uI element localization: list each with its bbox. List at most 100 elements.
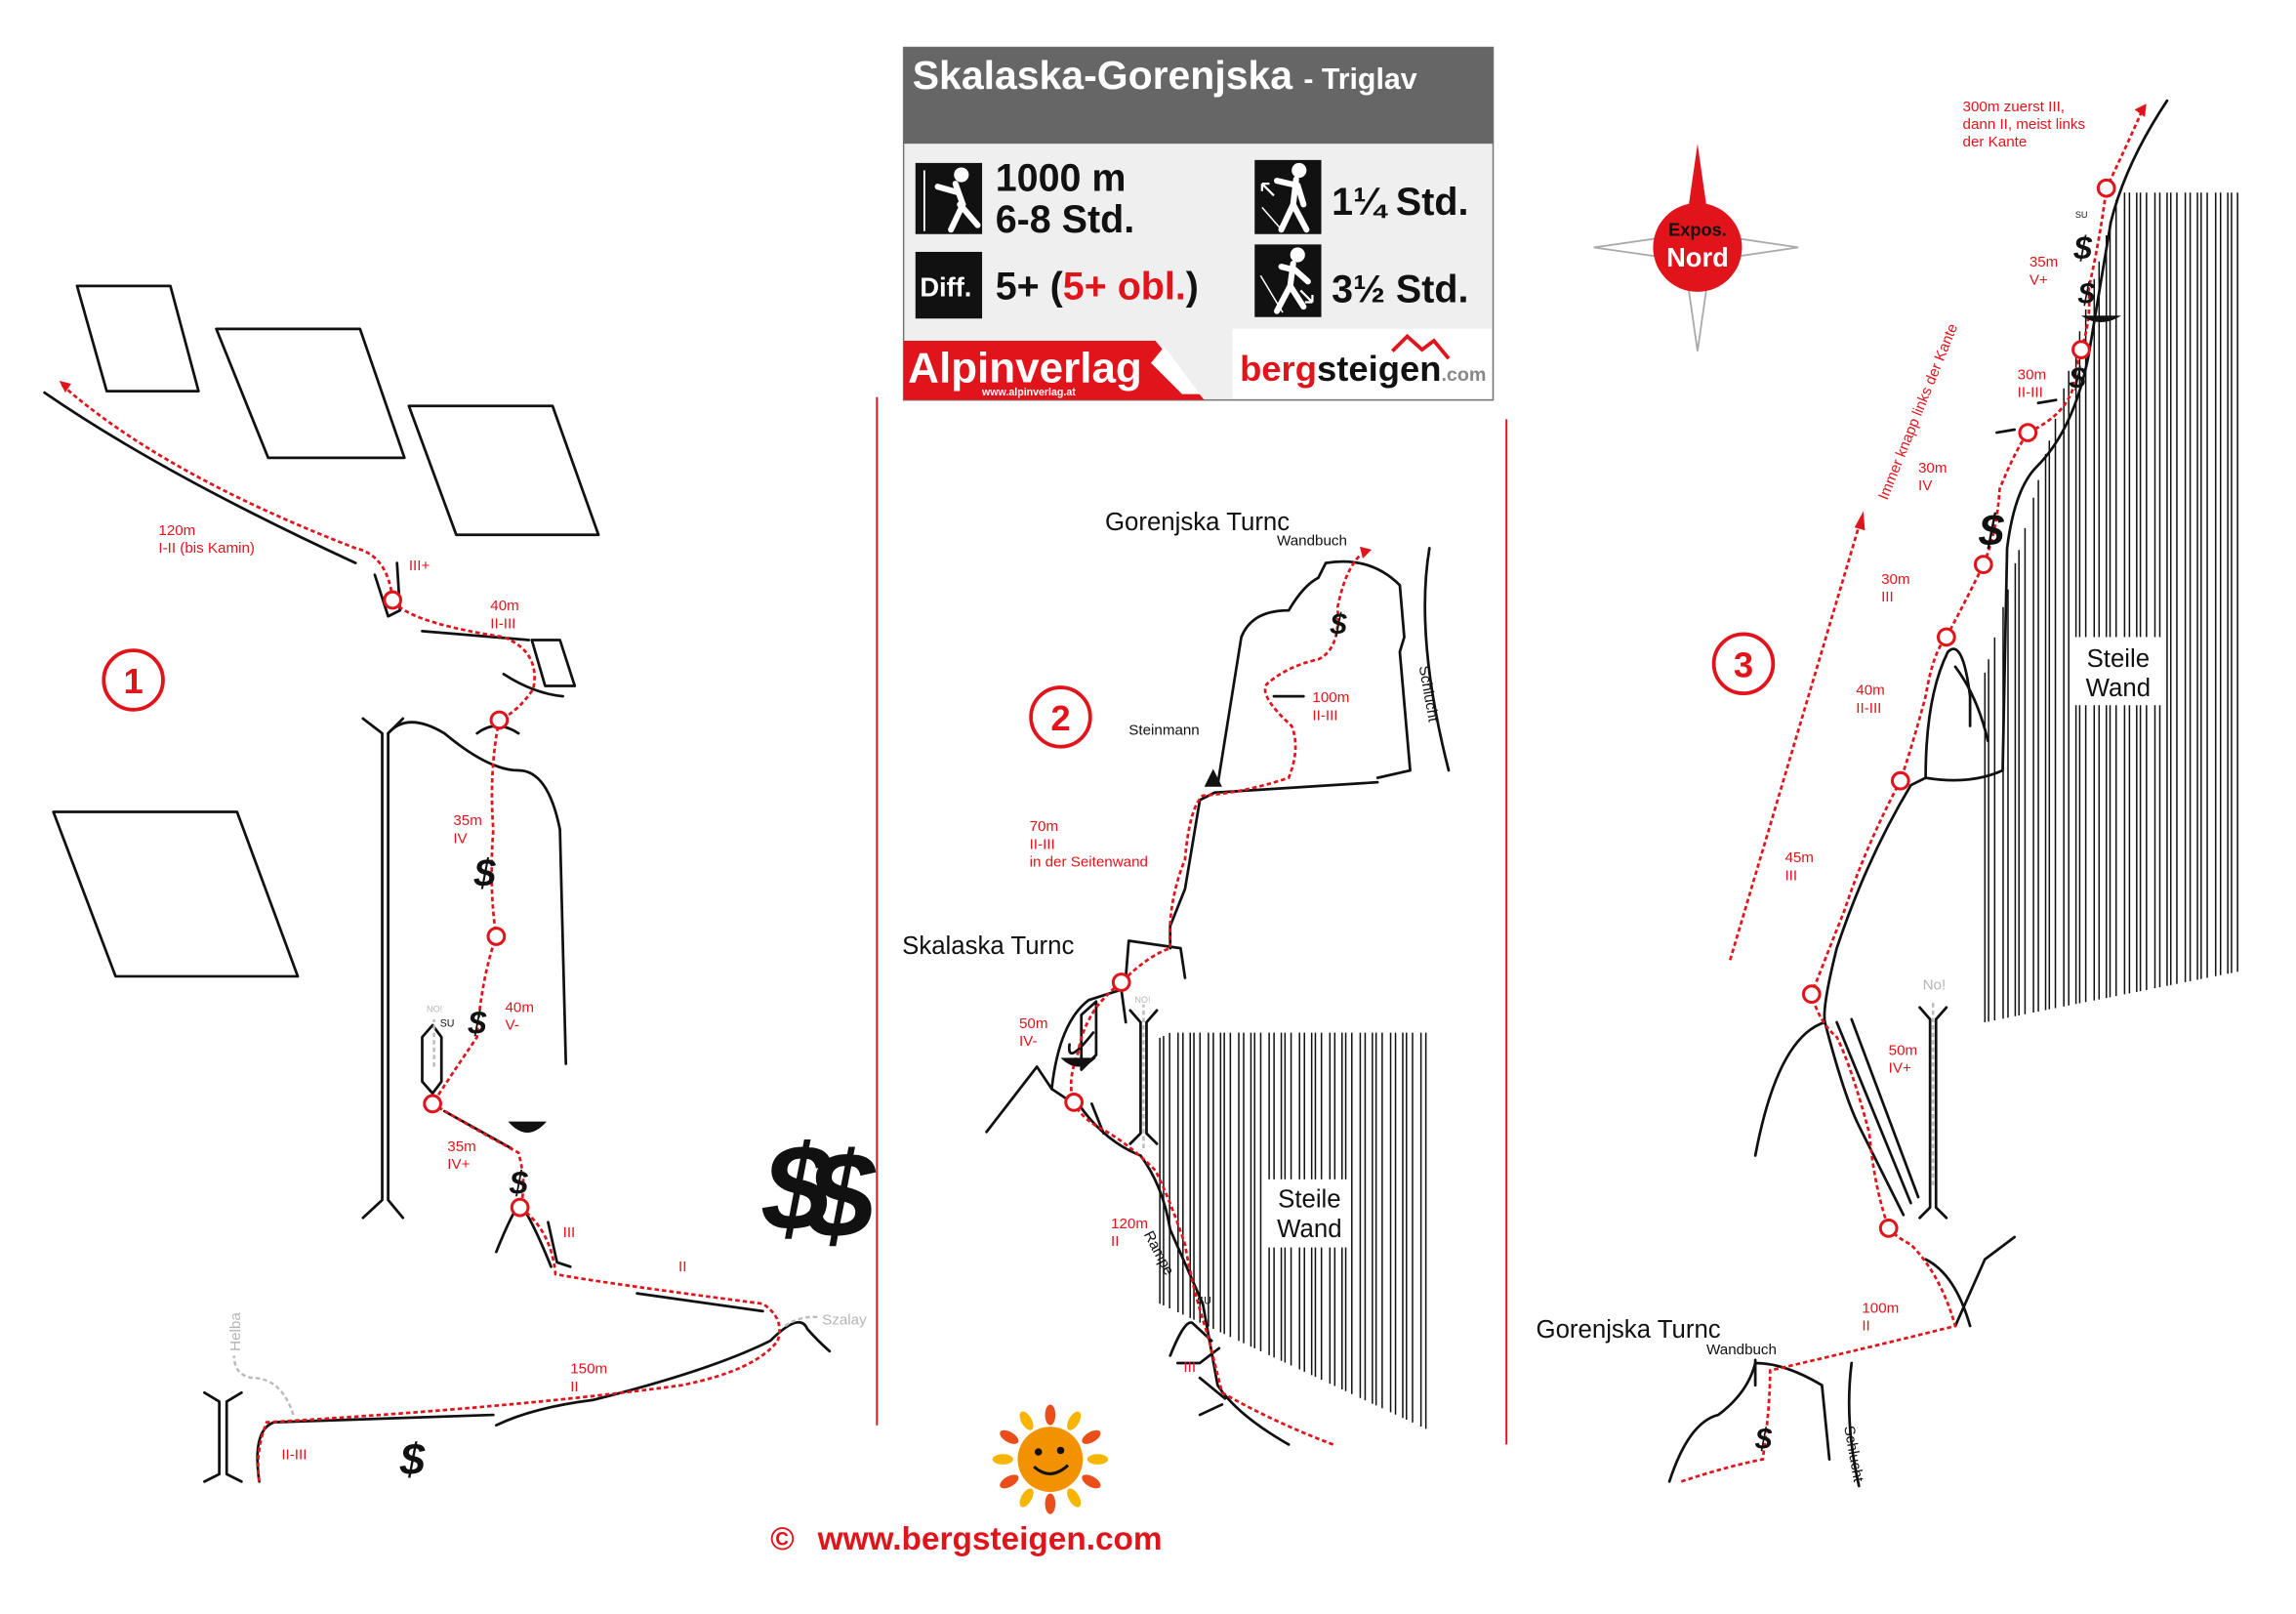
svg-text:Schlucht: Schlucht <box>1415 665 1442 724</box>
svg-text:Skalaska Turnc: Skalaska Turnc <box>902 932 1074 960</box>
svg-text:der Kante: der Kante <box>1963 134 2028 150</box>
route-length: 1000 m <box>996 157 1127 200</box>
svg-text:SU: SU <box>1197 1295 1211 1306</box>
rock-outlines <box>985 547 1451 1446</box>
svg-text:70m: 70m <box>1030 818 1058 835</box>
sun-ray <box>1086 1454 1109 1465</box>
svg-text:III+: III+ <box>409 558 430 574</box>
svg-text:Gorenjska Turnc: Gorenjska Turnc <box>1537 1316 1721 1344</box>
svg-text:IV: IV <box>453 830 468 847</box>
route-arrow-icon <box>1359 546 1373 559</box>
svg-text:V-: V- <box>505 1017 518 1034</box>
difficulty-label: Diff. <box>920 271 971 302</box>
svg-text:IV-: IV- <box>1019 1033 1038 1050</box>
svg-text:II-III: II-III <box>1030 836 1055 852</box>
svg-text:III: III <box>1183 1359 1196 1376</box>
copyright-symbol: © <box>770 1521 795 1557</box>
svg-text:SU: SU <box>440 1018 455 1030</box>
szalay-path <box>784 1315 818 1328</box>
svg-text:Gorenjska Turnc: Gorenjska Turnc <box>1105 509 1290 536</box>
svg-text:3: 3 <box>1734 644 1753 684</box>
svg-text:II: II <box>570 1379 578 1395</box>
svg-text:$: $ <box>2072 231 2092 268</box>
svg-text:I-II (bis Kamin): I-II (bis Kamin) <box>158 540 255 557</box>
svg-text:$: $ <box>761 1120 832 1256</box>
svg-text:2: 2 <box>1050 698 1070 738</box>
svg-text:$: $ <box>806 1128 877 1263</box>
sun-ray <box>1082 1429 1101 1444</box>
sun-logo-icon <box>992 1404 1109 1514</box>
sling-symbols: $ $ $ $ $ $ <box>399 851 877 1483</box>
svg-text:50m: 50m <box>1889 1042 1917 1058</box>
total-time: 6-8 Std. <box>996 198 1134 241</box>
svg-text:30m: 30m <box>1918 460 1947 476</box>
svg-text:www.alpinverlag.at: www.alpinverlag.at <box>981 387 1076 398</box>
svg-text:Wand: Wand <box>1277 1216 1341 1243</box>
title-bar <box>903 47 1494 145</box>
sun-ray <box>1045 1493 1056 1514</box>
svg-text:in der Seitenwand: in der Seitenwand <box>1030 854 1148 871</box>
sun-ray <box>1082 1474 1101 1489</box>
svg-text:III: III <box>1881 589 1894 605</box>
sun-ray <box>1019 1488 1034 1508</box>
descent-hiker-icon <box>1254 244 1322 317</box>
section-number-badge <box>102 648 165 712</box>
svg-text:II-III: II-III <box>281 1447 307 1464</box>
compass-icon: Expos. Nord <box>1593 144 1799 352</box>
descent-time: 3½ Std. <box>1332 269 1468 311</box>
svg-text:$: $ <box>509 1166 528 1202</box>
svg-text:IV+: IV+ <box>1889 1060 1911 1077</box>
svg-text:Wand: Wand <box>2086 675 2151 702</box>
svg-text:40m: 40m <box>490 598 518 614</box>
svg-text:Wandbuch: Wandbuch <box>1706 1342 1777 1358</box>
sling-symbol: $ <box>1330 608 1348 641</box>
website-link[interactable]: www.bergsteigen.com <box>817 1521 1163 1557</box>
svg-text:30m: 30m <box>2018 366 2046 383</box>
svg-text:NO!: NO! <box>427 1004 442 1014</box>
steep-wall-hatching <box>1984 192 2238 1022</box>
overhang-icon <box>1060 1057 1096 1067</box>
svg-text:35m: 35m <box>453 812 481 829</box>
svg-text:$: $ <box>1754 1424 1773 1456</box>
svg-text:Steile: Steile <box>2087 645 2151 673</box>
svg-text:III: III <box>1784 867 1797 884</box>
svg-text:50m: 50m <box>1019 1015 1047 1032</box>
svg-text:II-III: II-III <box>490 615 515 632</box>
route-title: Skalaska-Gorenjska <box>913 53 1294 98</box>
svg-text:35m: 35m <box>447 1138 475 1155</box>
difficulty-value: 5+ (5+ obl.) <box>996 266 1199 309</box>
svg-text:Alpinverlag: Alpinverlag <box>908 344 1142 392</box>
belay-stations <box>1801 178 2116 1238</box>
sun-ray <box>1019 1411 1034 1430</box>
helba-path <box>232 1355 295 1416</box>
approach-time: 1¼ Std. <box>1332 181 1468 224</box>
svg-text:dann II, meist links: dann II, meist links <box>1963 116 2086 133</box>
svg-text:Schlucht: Schlucht <box>1840 1425 1866 1484</box>
route-line <box>1069 555 1361 1446</box>
svg-text:300m zuerst III,: 300m zuerst III, <box>1963 99 2065 115</box>
svg-text:Steinmann: Steinmann <box>1128 723 1199 739</box>
svg-text:30m: 30m <box>1881 571 1909 588</box>
svg-text:35m: 35m <box>2030 254 2058 270</box>
sun-ray <box>992 1454 1013 1465</box>
svg-text:$: $ <box>473 851 497 894</box>
hint-arrow-line <box>1729 525 1861 961</box>
sun-ray <box>1067 1488 1082 1508</box>
sun-ray <box>1000 1474 1019 1489</box>
svg-text:IV: IV <box>1918 477 1933 494</box>
sun-ray <box>1045 1404 1056 1426</box>
section-1: 1 <box>43 284 877 1484</box>
svg-text:1: 1 <box>123 661 143 701</box>
svg-text:45m: 45m <box>1784 849 1813 866</box>
belay-stations <box>1064 973 1131 1112</box>
svg-text:150m: 150m <box>570 1361 607 1378</box>
svg-text:120m: 120m <box>1111 1216 1148 1232</box>
svg-text:II-III: II-III <box>2018 385 2043 401</box>
section-3: 3 Steile Wand <box>1537 99 2238 1488</box>
svg-text:II-III: II-III <box>1856 700 1881 717</box>
svg-text:II: II <box>678 1259 686 1275</box>
svg-text:$: $ <box>1978 505 2004 555</box>
hint-arrow-icon <box>1854 511 1866 531</box>
svg-text:100m: 100m <box>1312 689 1349 706</box>
exposure-label: Expos. <box>1668 220 1727 239</box>
